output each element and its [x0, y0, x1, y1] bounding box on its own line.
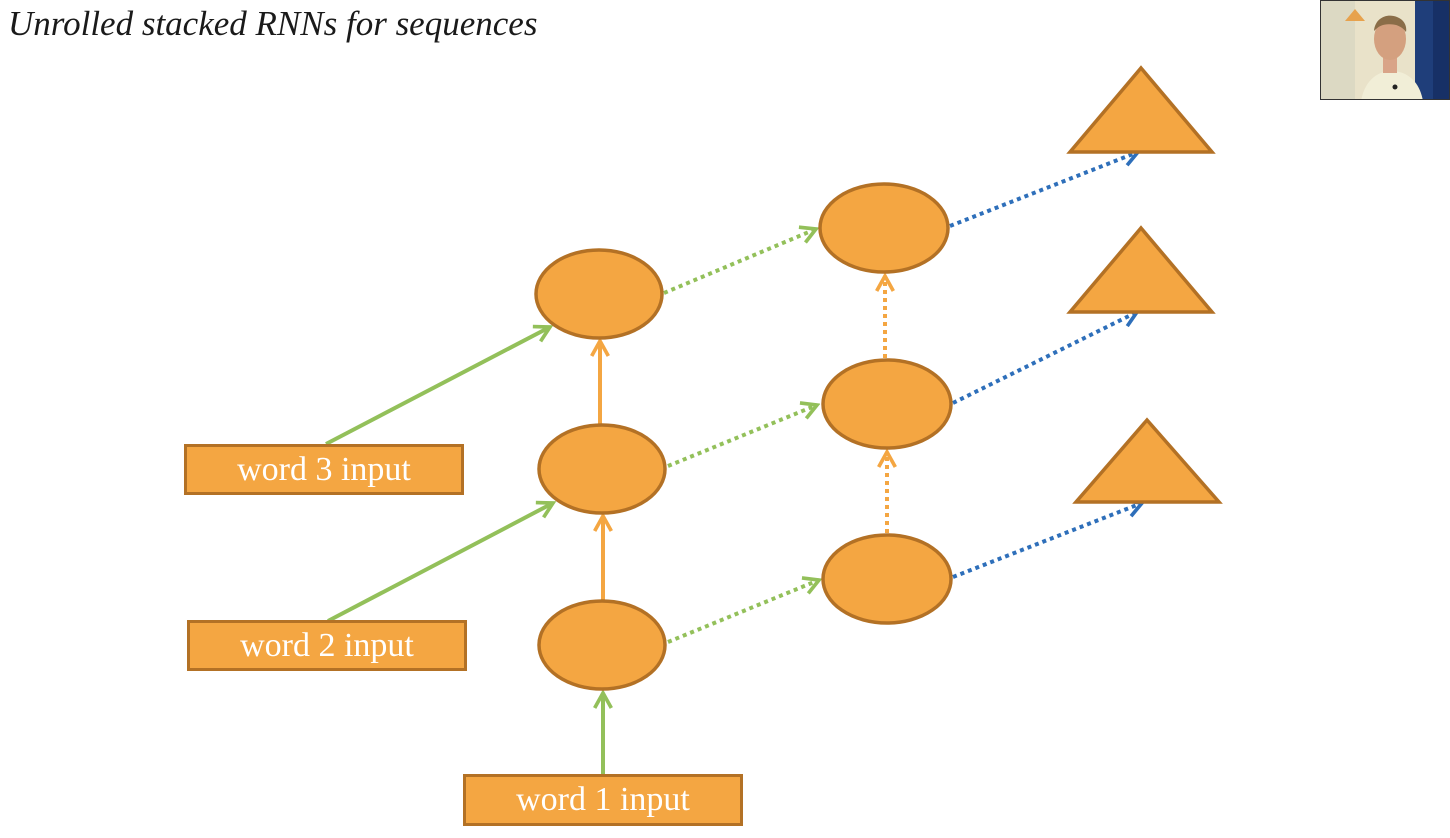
arrow-next-h2-to-output — [952, 312, 1137, 405]
presenter-webcam-icon — [1321, 1, 1449, 99]
word-3-input-box: word 3 input — [184, 444, 464, 495]
arrow-next-h1-to-output — [952, 503, 1142, 579]
hidden-node-layer1-t1 — [537, 599, 667, 691]
arrow-h2-to-next-h2 — [667, 405, 817, 468]
arrow-h1-to-next-h1 — [667, 580, 819, 644]
output-triangle-2 — [1066, 225, 1216, 314]
word-2-input-label: word 2 input — [240, 627, 414, 664]
arrow-word3-to-h3 — [325, 327, 550, 446]
hidden-node-layer2-t1 — [537, 423, 667, 515]
word-1-input-label: word 1 input — [516, 781, 690, 818]
word-3-input-label: word 3 input — [237, 451, 411, 488]
arrow-h3-to-next-h3 — [663, 229, 816, 295]
hidden-node-layer3-t2 — [818, 182, 950, 274]
hidden-node-layer1-t2 — [821, 533, 953, 625]
output-triangle-3 — [1066, 65, 1216, 154]
arrow-next-h3-to-output — [949, 152, 1138, 228]
word-1-input-box: word 1 input — [463, 774, 743, 826]
word-2-input-box: word 2 input — [187, 620, 467, 671]
hidden-node-layer3-t1 — [534, 248, 664, 340]
hidden-node-layer2-t2 — [821, 358, 953, 450]
slide-title: Unrolled stacked RNNs for sequences — [8, 4, 538, 43]
speaker-video-thumbnail — [1320, 0, 1450, 100]
output-triangle-1 — [1072, 417, 1223, 504]
arrow-word2-to-h2 — [327, 503, 553, 623]
